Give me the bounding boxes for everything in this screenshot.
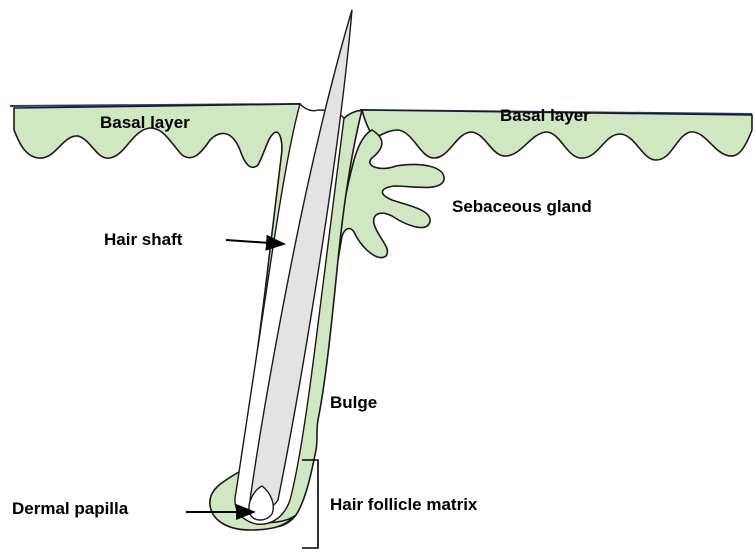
label-basal-layer-right: Basal layer (500, 106, 590, 125)
label-dermal-papilla: Dermal papilla (12, 499, 129, 518)
label-bulge: Bulge (330, 393, 377, 412)
label-sebaceous-gland: Sebaceous gland (452, 197, 592, 216)
label-hair-follicle-matrix: Hair follicle matrix (330, 495, 478, 514)
label-basal-layer-left: Basal layer (100, 113, 190, 132)
label-hair-shaft: Hair shaft (104, 230, 183, 249)
